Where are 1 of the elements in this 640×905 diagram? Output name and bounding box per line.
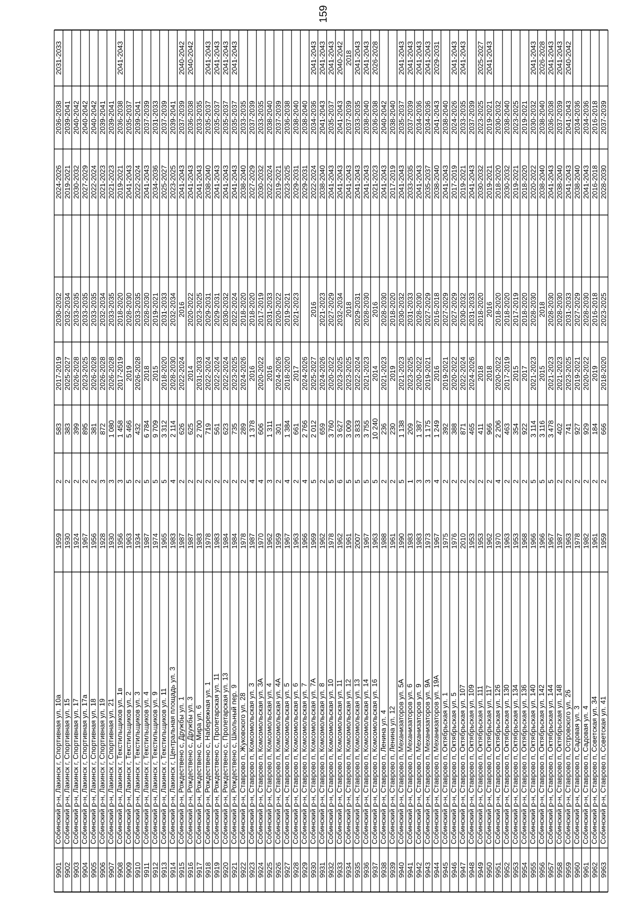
page-number: 159 xyxy=(319,6,327,22)
